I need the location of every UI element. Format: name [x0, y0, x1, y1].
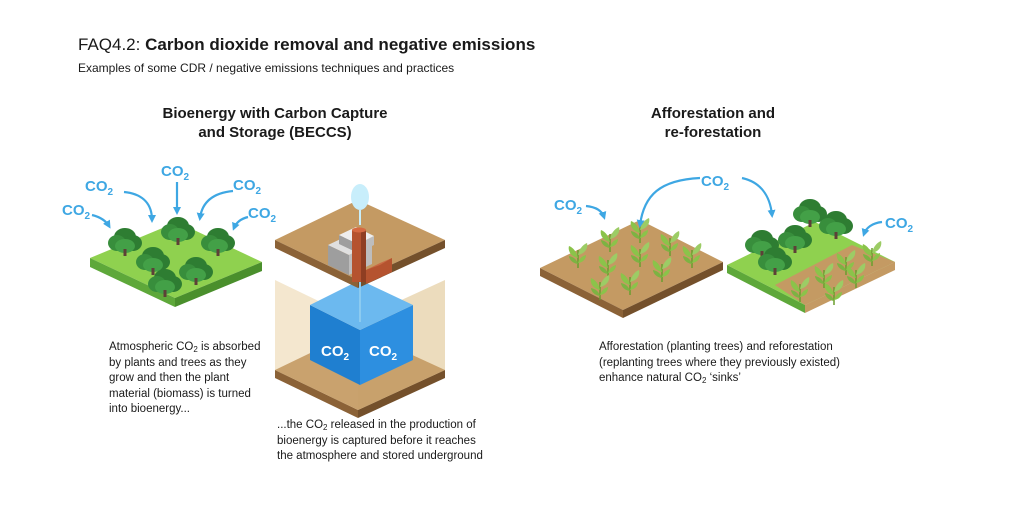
co2-label: CO2: [233, 177, 262, 197]
beccs-heading-line1: Bioenergy with Carbon Capture: [162, 105, 388, 122]
co2-label: CO2: [62, 202, 91, 222]
figure-title: FAQ4.2: Carbon dioxide removal and negat…: [78, 35, 535, 55]
power-plant: [328, 184, 392, 284]
beccs-heading-line2: and Storage (BECCS): [198, 124, 352, 141]
co2-label: CO2: [701, 173, 730, 193]
co2-label: CO2: [321, 343, 350, 363]
afforestation-heading-line1: Afforestation and: [650, 105, 776, 122]
co2-label: CO2: [161, 163, 190, 183]
afforestation-co2-arrows: [585, 176, 883, 237]
beccs-co2-labels: CO2 CO2 CO2 CO2 CO2: [62, 163, 277, 225]
afforestation-heading-line2: re-forestation: [664, 124, 762, 141]
afforestation-block: [540, 220, 723, 318]
chimney: [352, 230, 361, 282]
afforestation-co2-labels: CO2 CO2 CO2: [554, 173, 914, 235]
beccs-co2-arrows: [91, 182, 249, 231]
steam: [351, 184, 369, 210]
co2-label: CO2: [248, 205, 277, 225]
faq-heading: Carbon dioxide removal and negative emis…: [145, 35, 536, 54]
figure-subtitle: Examples of some CDR / negative emission…: [78, 61, 455, 75]
caption-afforestation: Afforestation (planting trees) and refor…: [599, 341, 840, 385]
beccs-heading: Bioenergy with Carbon Capture and Storag…: [125, 104, 425, 142]
faq-number: FAQ4.2:: [78, 35, 141, 54]
afforestation-heading: Afforestation and re-forestation: [563, 104, 863, 142]
caption-absorption: Atmospheric CO2 is absorbed by plants an…: [109, 341, 261, 415]
caption-capture-storage: ...the CO2 released in the production of…: [277, 419, 483, 462]
storage-co2-labels: CO2 CO2: [321, 343, 398, 363]
reforestation-block: [727, 222, 895, 313]
co2-label: CO2: [554, 197, 583, 217]
co2-label: CO2: [369, 343, 398, 363]
storage-cube: [275, 200, 445, 418]
co2-label: CO2: [885, 215, 914, 235]
co2-label: CO2: [85, 178, 114, 198]
